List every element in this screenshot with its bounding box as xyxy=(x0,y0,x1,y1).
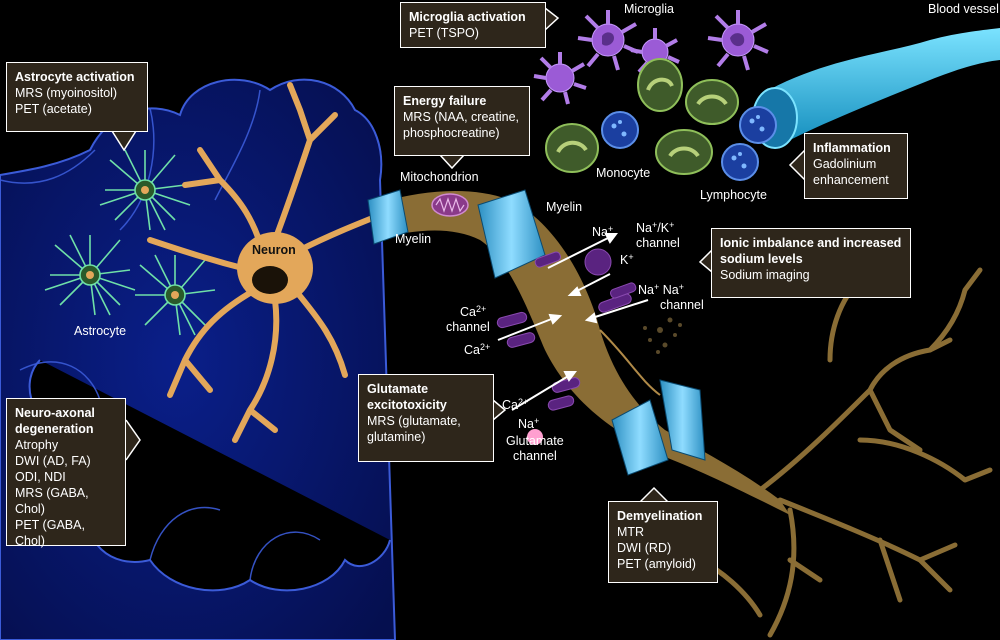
astrocyte-cells xyxy=(44,149,216,336)
callout-title: Ionic imbalance and increased xyxy=(720,236,902,250)
ion-symbol: Ca xyxy=(464,343,480,357)
callout-line: Gadolinium xyxy=(813,157,877,171)
na-symbol: Na xyxy=(636,221,652,235)
callout-line: MRS (NAA, creatine, xyxy=(403,110,520,124)
na-charge-2: + xyxy=(678,282,684,292)
callout-line: PET (acetate) xyxy=(15,102,92,116)
label-ca-glutamate: Ca2+ xyxy=(502,395,528,412)
callout-title-2: excitotoxicity xyxy=(367,398,447,412)
label-monocyte: Monocyte xyxy=(596,166,651,180)
callout-title: Astrocyte activation xyxy=(15,70,135,84)
ion-charge: + xyxy=(533,416,540,426)
ion-charge: + xyxy=(628,252,634,262)
channel-word: channel xyxy=(660,298,704,312)
ion-charge: 2+ xyxy=(479,342,491,352)
channel-word: channel xyxy=(636,236,680,250)
label-myelin-1: Myelin xyxy=(395,232,432,246)
callout-line: Atrophy xyxy=(15,438,59,452)
label-na-channel: Na+ Na+ channel xyxy=(638,280,704,313)
ion-charge: + xyxy=(607,224,614,234)
ion-symbol: Na xyxy=(592,225,608,239)
channel-word: channel xyxy=(446,320,490,334)
callout-line: DWI (RD) xyxy=(617,541,672,555)
label-mitochondrion: Mitochondrion xyxy=(400,170,479,184)
callout-line: MRS (glutamate, xyxy=(367,414,461,428)
callout-glutamate-excitotoxicity: Glutamate excitotoxicity MRS (glutamate,… xyxy=(358,374,494,462)
k-charge: + xyxy=(669,220,675,230)
callout-ionic-imbalance: Ionic imbalance and increased sodium lev… xyxy=(711,228,911,298)
callout-line: MTR xyxy=(617,525,645,539)
label-na-in: Na+ xyxy=(592,222,613,239)
blood-vessel xyxy=(760,28,1000,140)
callout-line: ODI, NDI xyxy=(15,470,66,484)
callout-title: Inflammation xyxy=(813,141,891,155)
ion-flux-arrows xyxy=(497,233,649,411)
label-ca-channel: Ca2+ channel xyxy=(446,302,490,335)
axon-terminal-branches xyxy=(697,252,993,638)
callout-pointers xyxy=(111,7,806,503)
callout-inflammation: Inflammation Gadolinium enhancement xyxy=(804,133,908,199)
label-k-out: K+ xyxy=(620,250,634,267)
callout-title-2: sodium levels xyxy=(720,252,803,266)
label-line: Glutamate xyxy=(506,434,564,448)
callout-line: PET (TSPO) xyxy=(409,26,479,40)
callout-microglia-activation: Microglia activation PET (TSPO) xyxy=(400,2,546,48)
ion-channels xyxy=(496,248,637,411)
label-na-glutamate: Na+ xyxy=(518,414,539,431)
callout-line: DWI (AD, FA) xyxy=(15,454,91,468)
callout-title: Microglia activation xyxy=(409,10,526,24)
label-line: channel xyxy=(512,449,557,463)
monocyte-cells xyxy=(545,58,739,175)
callout-line: phosphocreatine) xyxy=(403,126,500,140)
neuron-nucleus xyxy=(252,266,288,294)
ion-charge: 2+ xyxy=(517,397,529,407)
lymphocyte-cells xyxy=(601,106,777,181)
callout-line: PET (amyloid) xyxy=(617,557,696,571)
ion-symbol: Na xyxy=(518,417,534,431)
label-myelin-2: Myelin xyxy=(546,200,583,214)
callout-demyelination: Demyelination MTR DWI (RD) PET (amyloid) xyxy=(608,501,718,583)
na-charge: + xyxy=(651,220,658,230)
ion-symbol: Ca xyxy=(502,398,518,412)
ion-symbol: Ca xyxy=(460,305,476,319)
label-glutamate-channel: Glutamate channel xyxy=(506,434,564,464)
mitochondrion xyxy=(431,193,469,217)
na-symbol: Na xyxy=(638,283,654,297)
callout-title: Energy failure xyxy=(403,94,487,108)
k-symbol: /K xyxy=(657,221,670,235)
microglia-cells xyxy=(533,10,769,105)
glutamate-molecule xyxy=(527,429,543,445)
myelin-sheaths xyxy=(367,189,706,476)
label-microglia: Microglia xyxy=(624,2,675,16)
callout-astrocyte-activation: Astrocyte activation MRS (myoinositol) P… xyxy=(6,62,148,132)
ion-charge: 2+ xyxy=(475,304,487,314)
callout-energy-failure: Energy failure MRS (NAA, creatine, phosp… xyxy=(394,86,530,156)
label-neuron: Neuron xyxy=(252,243,296,257)
ion-symbol: K xyxy=(620,253,629,267)
callout-title-2: degeneration xyxy=(15,422,94,436)
callout-line: PET (GABA, Chol) xyxy=(15,518,85,548)
label-na-k-channel: Na+/K+ channel xyxy=(636,218,680,251)
callout-title: Demyelination xyxy=(617,509,703,523)
callout-line: Sodium imaging xyxy=(720,268,810,282)
callout-line: MRS (GABA, Chol) xyxy=(15,486,89,516)
label-lymphocyte: Lymphocyte xyxy=(700,188,767,202)
callout-line: glutamine) xyxy=(367,430,426,444)
axon xyxy=(370,190,790,515)
label-ca-in: Ca2+ xyxy=(464,340,490,357)
na-symbol-2: Na xyxy=(662,283,679,297)
na-charge: + xyxy=(653,282,660,292)
myelin-debris xyxy=(643,317,682,354)
callout-title: Neuro-axonal xyxy=(15,406,95,420)
callout-line: MRS (myoinositol) xyxy=(15,86,118,100)
label-blood-vessel: Blood vessel xyxy=(928,2,999,16)
callout-line: enhancement xyxy=(813,173,889,187)
callout-title: Glutamate xyxy=(367,382,429,396)
callout-neuro-axonal-degeneration: Neuro-axonal degeneration Atrophy DWI (A… xyxy=(6,398,126,548)
label-astrocyte: Astrocyte xyxy=(74,324,127,338)
